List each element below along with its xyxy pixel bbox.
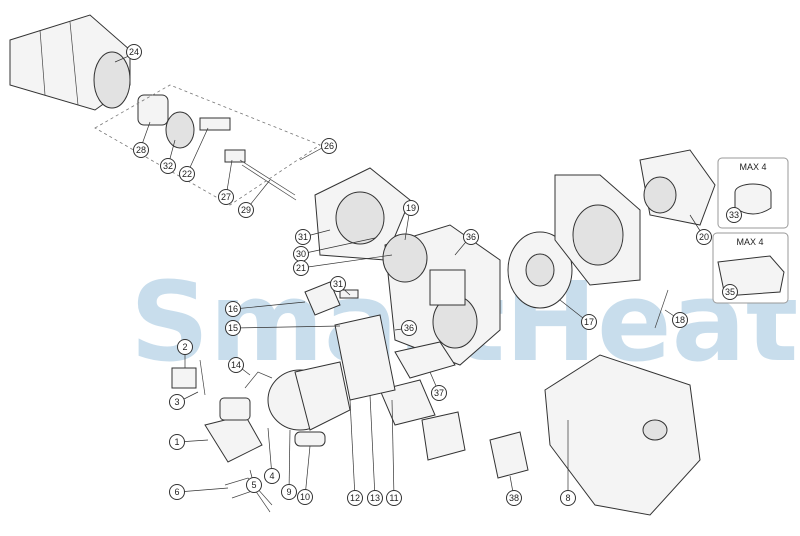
callout: 17	[581, 314, 597, 330]
callout: 12	[347, 490, 363, 506]
terminal-block	[489, 431, 529, 479]
callout: 15	[225, 320, 241, 336]
callout: 20	[696, 229, 712, 245]
kit-35-label: MAX 4	[736, 237, 763, 247]
callout: 37	[431, 385, 447, 401]
callout: 28	[133, 142, 149, 158]
callout-17: 17	[584, 317, 594, 327]
callout-15: 15	[228, 323, 238, 333]
motor	[267, 361, 351, 447]
callout-11: 11	[389, 493, 398, 503]
callout-4: 4	[269, 471, 274, 481]
callout-18: 18	[675, 315, 685, 325]
blast-tube	[9, 14, 131, 111]
callout: 36	[463, 229, 479, 245]
callout: 19	[403, 200, 419, 216]
callout: 36	[401, 320, 417, 336]
burner-cover	[544, 354, 701, 516]
callout: 18	[672, 312, 688, 328]
kit-33-label: MAX 4	[739, 162, 766, 172]
combustion-head	[137, 94, 297, 201]
callout-29: 30	[296, 249, 306, 259]
callout: 32	[160, 158, 176, 174]
solenoid-valve	[171, 359, 206, 396]
callout: 2	[177, 339, 193, 355]
callout-13: 13	[370, 493, 380, 503]
callout: 4	[264, 468, 280, 484]
callout: 35	[722, 284, 738, 300]
cable-14	[244, 371, 273, 389]
callout-6: 6	[174, 487, 179, 497]
electrode-rod	[654, 289, 669, 329]
callout-23: 24	[129, 47, 139, 57]
callout-27: 28	[136, 145, 146, 155]
callout-20: 20	[699, 232, 709, 242]
callout: 31	[330, 276, 346, 292]
callout-9: 9	[286, 487, 291, 497]
callout: 26	[321, 138, 337, 154]
callout: 11	[386, 490, 402, 506]
callout-26: 27	[221, 192, 231, 202]
callout: 5	[246, 477, 262, 493]
callout-30: 31	[298, 232, 308, 242]
callout-31: 31	[333, 279, 343, 289]
fan-cover	[554, 174, 641, 286]
callout: 29	[238, 202, 254, 218]
callout-35: 35	[725, 287, 735, 297]
callout-10: 10	[300, 492, 310, 502]
oil-pump	[204, 397, 263, 463]
callout-19: 19	[406, 203, 416, 213]
callout-2: 2	[182, 342, 187, 352]
callout: 22	[179, 166, 195, 182]
callout-21: 21	[296, 263, 306, 273]
callout: 33	[726, 207, 742, 223]
callout: 14	[228, 357, 244, 373]
callout-33: 33	[729, 210, 739, 220]
callout-12: 12	[350, 493, 360, 503]
callout-3: 3	[174, 397, 179, 407]
callout: 30	[293, 246, 309, 262]
callout: 1	[169, 434, 185, 450]
fan-wheel	[507, 231, 573, 309]
control-box	[379, 341, 466, 461]
callout: 27	[218, 189, 234, 205]
kit-outline	[94, 84, 321, 206]
callout-5: 5	[251, 480, 256, 490]
mounting-flange	[314, 167, 411, 261]
callout: 10	[297, 489, 313, 505]
callout-8: 8	[565, 493, 570, 503]
callout-36-top: 36	[466, 232, 476, 242]
callout-22: 22	[182, 169, 192, 179]
callout-38: 38	[509, 493, 519, 503]
callout-14: 14	[231, 360, 241, 370]
callout: 13	[367, 490, 383, 506]
callout-37: 37	[434, 388, 444, 398]
callout: 24	[126, 44, 142, 60]
callout-32: 32	[163, 161, 173, 171]
control-panel	[334, 314, 396, 401]
callout-1: 1	[174, 437, 179, 447]
callout-28: 29	[241, 205, 251, 215]
callout-36-mid: 36	[404, 323, 414, 333]
callout-16: 16	[228, 304, 238, 314]
callout: 3	[169, 394, 185, 410]
callout: 9	[281, 484, 297, 500]
callout: 21	[293, 260, 309, 276]
callout: 6	[169, 484, 185, 500]
callout: 31	[295, 229, 311, 245]
callout-24: 26	[324, 141, 334, 151]
callout: 38	[506, 490, 522, 506]
callout: 8	[560, 490, 576, 506]
callout: 16	[225, 301, 241, 317]
air-inlet	[639, 149, 716, 226]
